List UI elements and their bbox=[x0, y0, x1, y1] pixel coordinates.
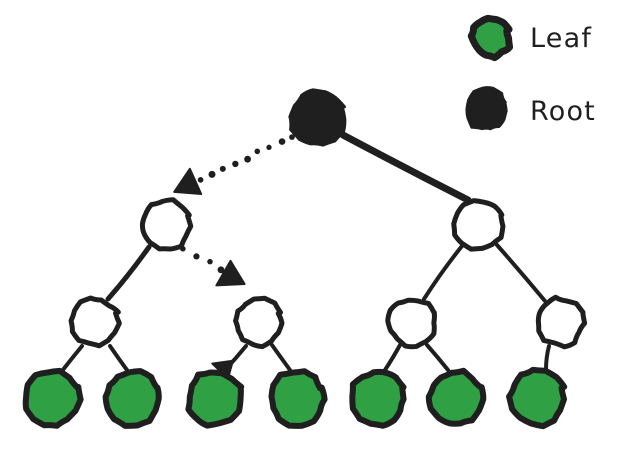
tree-node-internal[interactable] bbox=[233, 295, 285, 350]
dotted-arrow-dot bbox=[278, 138, 286, 145]
tree-edge bbox=[495, 243, 547, 303]
tree-edge bbox=[105, 244, 152, 302]
legend-label-leaf: Leaf bbox=[530, 23, 592, 54]
tree-node-leaf[interactable] bbox=[268, 368, 328, 429]
legend-swatch-root bbox=[465, 86, 508, 131]
tree-edge bbox=[60, 344, 84, 373]
tree-edge bbox=[270, 343, 292, 372]
tree-node-internal[interactable] bbox=[139, 197, 194, 252]
tree-node-internal[interactable] bbox=[385, 297, 437, 350]
tree-nodes-group bbox=[22, 88, 588, 430]
traversal-arrows-group bbox=[173, 134, 295, 380]
dotted-arrow-dot bbox=[244, 155, 251, 163]
dotted-arrow-dot bbox=[232, 160, 239, 168]
legend-swatch-leaf bbox=[467, 14, 514, 62]
dotted-arrow-dot bbox=[289, 134, 295, 140]
tree-edge bbox=[422, 244, 464, 301]
dotted-arrow-dot bbox=[208, 170, 216, 178]
dotted-arrow-dot bbox=[219, 165, 226, 172]
tree-node-leaf[interactable] bbox=[102, 368, 162, 429]
traversal-arrowhead bbox=[215, 259, 246, 287]
dotted-arrow-dot bbox=[207, 258, 213, 265]
tree-edge bbox=[544, 344, 551, 371]
tree-edge bbox=[383, 343, 402, 372]
dotted-arrow-dot bbox=[217, 266, 225, 274]
tree-edge bbox=[108, 344, 129, 372]
tree-node-root[interactable] bbox=[288, 88, 347, 147]
legend-label-root: Root bbox=[530, 96, 596, 127]
tree-node-internal[interactable] bbox=[451, 198, 506, 252]
tree-node-leaf[interactable] bbox=[22, 367, 84, 429]
tree-node-internal[interactable] bbox=[68, 295, 122, 349]
tree-edge bbox=[339, 131, 472, 204]
dotted-arrow-dot bbox=[254, 148, 261, 155]
traversal-arrowhead bbox=[173, 167, 203, 196]
dotted-arrow-dot bbox=[193, 253, 200, 260]
tree-node-leaf[interactable] bbox=[425, 367, 487, 427]
dotted-arrow-dot bbox=[266, 144, 272, 150]
tree-edges-group bbox=[60, 131, 551, 373]
tree-node-leaf[interactable] bbox=[506, 366, 568, 430]
tree-edge bbox=[425, 343, 450, 372]
tree-node-internal[interactable] bbox=[535, 294, 588, 350]
tree-node-leaf[interactable] bbox=[349, 368, 407, 429]
tree-node-leaf[interactable] bbox=[185, 369, 245, 429]
dotted-arrow-dot bbox=[197, 177, 204, 183]
